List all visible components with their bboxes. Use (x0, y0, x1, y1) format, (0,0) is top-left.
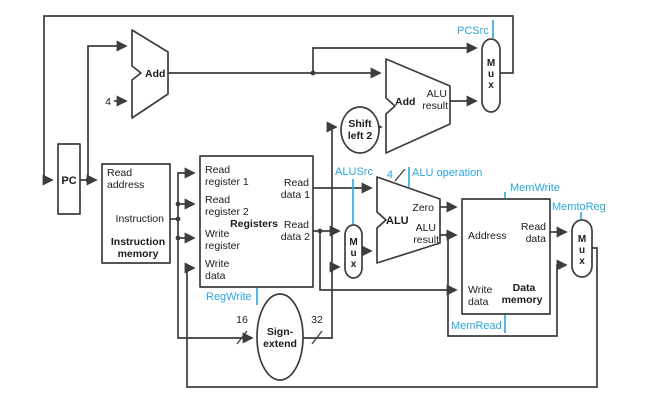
dmem-title-2: memory (502, 294, 543, 306)
alu-label: ALU (386, 215, 409, 227)
wire-instr-to-readreg1 (177, 167, 196, 219)
memtoreg-mux (571, 219, 593, 278)
memwrite-label: MemWrite (510, 182, 560, 194)
memtoreg-mux-letter-x: x (579, 256, 585, 267)
pc-adder-label: Add (145, 68, 165, 80)
pcsrc-mux-letter-x: x (488, 80, 494, 91)
wire-readdata2-to-dmem-writedata (319, 231, 458, 296)
alusrc-label: ALUSrc (335, 166, 373, 178)
sign-extend-2: extend (263, 338, 297, 350)
slash-32-bit (311, 330, 323, 345)
junction-instr-bus-1 (175, 201, 181, 207)
imem-read-address-1: Read (107, 167, 132, 179)
memtoreg-mux-letter-u: u (579, 245, 585, 256)
wires (42, 15, 598, 388)
components (57, 29, 593, 381)
sign-extend-1: Sign- (267, 326, 294, 338)
reg-writereg-1: Write (205, 228, 229, 240)
alu-shape (376, 176, 441, 264)
junction-instr-bus-2 (175, 216, 181, 222)
junction-signextend-tap (329, 264, 335, 270)
wire-instr-to-signextend (177, 219, 254, 344)
wire-writeback-to-registers (184, 247, 598, 388)
labels: PC Read address Instruction Instruction … (61, 58, 586, 350)
reg-readdata1-2: data 1 (281, 189, 310, 201)
registers-title: Registers (230, 218, 278, 230)
data-memory-box (461, 198, 551, 315)
junction-aluresult (445, 232, 451, 238)
slash-16-bit (236, 330, 248, 345)
memread-label: MemRead (451, 320, 502, 332)
reg-readdata1-1: Read (284, 177, 309, 189)
reg-readreg2-1: Read (205, 194, 230, 206)
alu-result-1: ALU (416, 222, 436, 234)
wire-pcplus4-to-pcsrc-mux (312, 42, 478, 73)
branch-adder-out-2: result (422, 100, 448, 112)
alu-op-width-label: 4 (387, 169, 393, 181)
alu-operation-label: ALU operation (412, 167, 482, 179)
width-32-label: 32 (311, 314, 323, 326)
dmem-writedata-1: Write (468, 284, 492, 296)
branch-adder-label: Add (395, 96, 415, 108)
shift-left2-1: Shift (348, 118, 372, 130)
pc-box (57, 143, 81, 215)
constant-four: 4 (105, 96, 111, 108)
reg-readreg1-1: Read (205, 164, 230, 176)
wire-aluresult-bypass-to-memtoreg-mux (447, 235, 568, 337)
memtoreg-label: MemtoReg (552, 201, 606, 213)
dmem-readdata-2: data (526, 233, 547, 245)
reg-writereg-2: register (205, 240, 241, 252)
reg-writedata-2: data (205, 270, 226, 282)
alusrc-mux (344, 224, 363, 279)
alusrc-mux-letter-u: u (350, 248, 356, 259)
instruction-memory-box (101, 163, 171, 264)
dmem-writedata-2: data (468, 296, 489, 308)
wire-pc-writeback-loop (42, 15, 514, 186)
pcsrc-mux (481, 38, 501, 113)
memtoreg-mux-letter-m: M (578, 234, 586, 245)
registers-box (199, 155, 314, 288)
junction-instr-bus-3 (175, 235, 181, 241)
pcsrc-mux-letter-u: u (488, 69, 494, 80)
control-labels: PCSrc ALUSrc 4 ALU operation RegWrite Me… (206, 25, 606, 332)
imem-title-1: Instruction (111, 236, 165, 248)
reg-writedata-1: Write (205, 258, 229, 270)
shift-left2-2: left 2 (348, 130, 373, 142)
branch-adder-out-1: ALU (427, 88, 447, 100)
reg-readdata2-2: data 2 (281, 231, 310, 243)
alu-result-2: result (413, 234, 439, 246)
dmem-address-port: Address (468, 230, 507, 242)
pcsrc-label: PCSrc (457, 25, 489, 37)
control-lines (256, 20, 582, 333)
shift-left-2-oval (340, 106, 380, 154)
imem-instruction-port: Instruction (116, 213, 165, 225)
alusrc-mux-letter-x: x (351, 259, 357, 270)
regwrite-label: RegWrite (206, 291, 252, 303)
junction-readdata2 (317, 228, 323, 234)
pcsrc-mux-letter-m: M (487, 58, 495, 69)
slash-4-bit (394, 168, 406, 182)
junction-dots (85, 70, 451, 270)
branch-adder-shape (385, 58, 451, 154)
alusrc-mux-letter-m: M (349, 237, 357, 248)
reg-readreg2-2: register 2 (205, 206, 249, 218)
dmem-title-1: Data (513, 282, 536, 294)
imem-title-2: memory (118, 248, 159, 260)
pc-adder-shape (131, 29, 169, 119)
wire-pc-to-adder (87, 40, 128, 180)
dmem-readdata-1: Read (521, 221, 546, 233)
pc-label: PC (61, 175, 76, 187)
junction-pcplus4 (310, 70, 316, 76)
imem-read-address-2: address (107, 179, 144, 191)
reg-readdata2-1: Read (284, 219, 309, 231)
width-16-label: 16 (236, 314, 248, 326)
alu-zero-port: Zero (412, 202, 434, 214)
bus-width-slashes (236, 168, 406, 345)
sign-extend-oval (256, 293, 304, 381)
junction-pc-out (85, 177, 91, 183)
reg-readreg1-2: register 1 (205, 176, 249, 188)
